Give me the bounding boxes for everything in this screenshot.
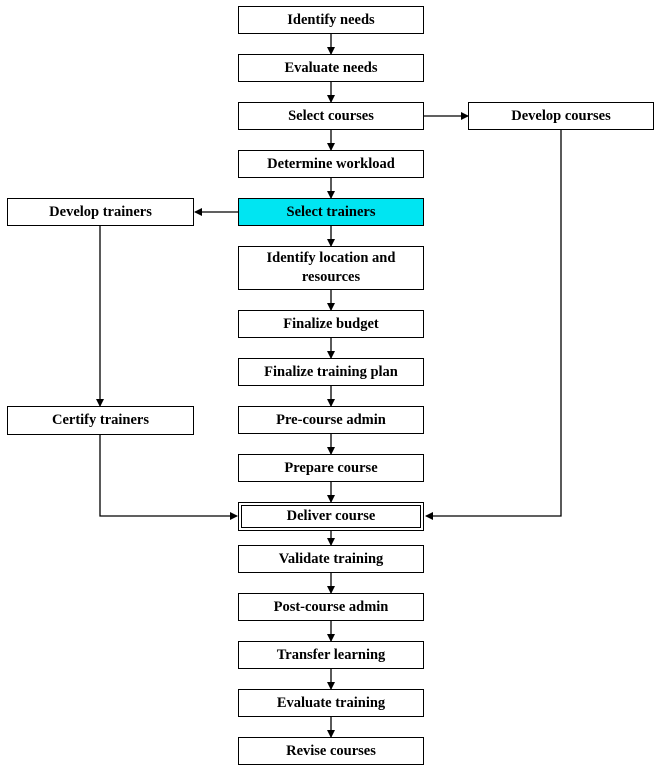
node-label: Develop trainers	[49, 203, 152, 220]
node-label: Develop courses	[511, 107, 611, 124]
node-pre-course-admin: Pre-course admin	[238, 406, 424, 434]
node-select-trainers: Select trainers	[238, 198, 424, 226]
node-label: Deliver course	[286, 508, 376, 524]
node-label: Post-course admin	[273, 598, 389, 615]
node-label: Select trainers	[286, 203, 376, 220]
node-label: Validate training	[278, 550, 384, 567]
node-evaluate-needs: Evaluate needs	[238, 54, 424, 82]
node-label: Evaluate needs	[284, 59, 378, 76]
node-identify-needs: Identify needs	[238, 6, 424, 34]
node-label: Pre-course admin	[276, 411, 386, 428]
arrow-certify-to-deliver	[99, 435, 238, 520]
node-evaluate-training: Evaluate training	[238, 689, 424, 717]
node-label: Certify trainers	[51, 412, 150, 428]
node-label: Transfer learning	[276, 646, 386, 663]
node-transfer-learning: Transfer learning	[238, 641, 424, 669]
node-certify-trainers: Certify trainers	[7, 406, 194, 435]
node-label: Identify location and resources	[266, 250, 396, 285]
node-select-courses: Select courses	[238, 102, 424, 130]
node-develop-trainers: Develop trainers	[7, 198, 194, 226]
node-post-course-admin: Post-course admin	[238, 593, 424, 621]
node-finalize-budget: Finalize budget	[238, 310, 424, 338]
node-validate-training: Validate training	[238, 545, 424, 573]
node-label: Select courses	[288, 107, 374, 124]
arrow-develop-courses-to-deliver	[425, 130, 562, 520]
node-deliver-course: Deliver course	[238, 502, 424, 531]
node-determine-workload: Determine workload	[238, 150, 424, 178]
node-prepare-course: Prepare course	[238, 454, 424, 482]
node-label: Evaluate training	[276, 694, 386, 711]
node-label: Prepare course	[284, 459, 378, 476]
node-develop-courses: Develop courses	[468, 102, 654, 130]
node-revise-courses: Revise courses	[238, 737, 424, 765]
node-label: Finalize training plan	[264, 363, 398, 380]
node-label: Determine workload	[267, 155, 395, 172]
node-label: Identify needs	[287, 11, 375, 28]
node-label: Finalize budget	[283, 315, 379, 332]
node-identify-location-resources: Identify location and resources	[238, 246, 424, 290]
node-label: Revise courses	[286, 742, 376, 759]
node-finalize-training-plan: Finalize training plan	[238, 358, 424, 386]
